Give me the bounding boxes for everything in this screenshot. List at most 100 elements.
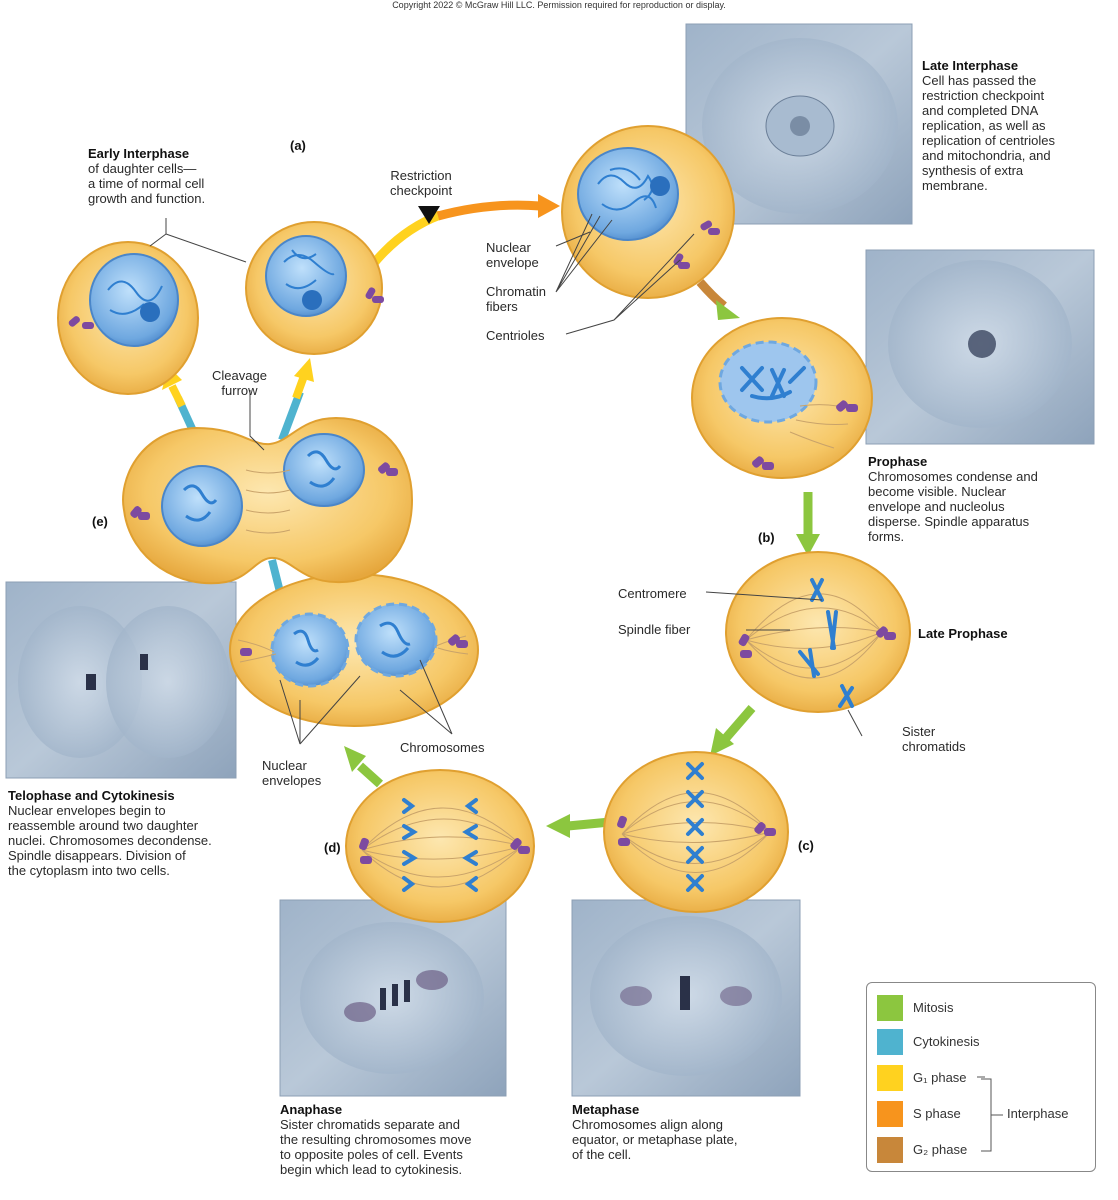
cell-cytokinesis [122, 416, 414, 585]
arrow-g1-left [168, 384, 186, 408]
prophase-line: become visible. Nuclear [868, 484, 1007, 499]
sister-chromatids-label: Sister chromatids [902, 724, 966, 754]
cell-prophase [691, 317, 873, 479]
prophase-line: envelope and nucleolus [868, 499, 1005, 514]
label-line: furrow [221, 383, 258, 398]
late-interphase-line: and completed DNA [922, 103, 1039, 118]
late-interphase-line: Cell has passed the [922, 73, 1037, 88]
chromosomes-label: Chromosomes [400, 740, 485, 755]
label-line: envelopes [262, 773, 322, 788]
arrow-g2-head [716, 300, 740, 320]
legend-swatch [877, 995, 903, 1021]
early-interphase-caption: Early Interphase of daughter cells— a ti… [88, 146, 205, 206]
label-line: Chromatin [486, 284, 546, 299]
telophase-line: the cytoplasm into two cells. [8, 863, 170, 878]
restriction-line: checkpoint [390, 183, 453, 198]
cell-late-prophase [725, 551, 911, 713]
centrioles-label: Centrioles [486, 328, 545, 343]
legend-swatch [877, 1101, 903, 1127]
centromere-label: Centromere [618, 586, 687, 601]
arrow-g2 [696, 279, 727, 310]
cell-telophase [229, 573, 479, 727]
cell-metaphase [603, 751, 789, 913]
prophase-line: Chromosomes condense and [868, 469, 1038, 484]
leader-lines [149, 213, 863, 745]
metaphase-line: equator, or metaphase plate, [572, 1132, 738, 1147]
telophase-caption: Telophase and Cytokinesis Nuclear envelo… [8, 788, 212, 878]
cell-anaphase [345, 769, 535, 923]
arrow-right-head [294, 358, 314, 382]
telophase-line: reassemble around two daughter [8, 818, 199, 833]
telophase-title: Telophase and Cytokinesis [8, 788, 175, 803]
legend-label: G₂ phase [913, 1142, 968, 1157]
arrow-mitosis-4-head [344, 746, 366, 772]
prophase-title: Prophase [868, 454, 928, 469]
metaphase-line: of the cell. [572, 1147, 632, 1162]
marker-e: (e) [92, 514, 108, 529]
legend-label: G₁ phase [913, 1070, 967, 1085]
arrow-s [436, 200, 541, 221]
legend-swatch [877, 1137, 903, 1163]
telophase-line: nuclei. Chromosomes decondense. [8, 833, 212, 848]
telophase-line: Nuclear envelopes begin to [8, 803, 166, 818]
anaphase-title: Anaphase [280, 1102, 343, 1117]
arrow-g1-right [292, 374, 308, 400]
cell-late-interphase [561, 125, 735, 299]
anaphase-line: Sister chromatids separate and [280, 1117, 460, 1132]
legend-swatch [877, 1065, 903, 1091]
telophase-line: Spindle disappears. Division of [8, 848, 186, 863]
label-line: Nuclear [262, 758, 307, 773]
legend-swatch [877, 1029, 903, 1055]
cell-early-interphase-left [57, 241, 199, 395]
legend: Mitosis Cytokinesis G₁ phase S phase G₂ … [866, 982, 1096, 1172]
arrow-mitosis-1-head [796, 534, 820, 556]
marker-a: (a) [290, 138, 306, 153]
prophase-caption: Prophase Chromosomes condense and become… [868, 454, 1038, 544]
arrow-mitosis-3-head [546, 814, 570, 838]
metaphase-caption: Metaphase Chromosomes align along equato… [572, 1102, 738, 1162]
marker-b: (b) [758, 530, 775, 545]
arrow-s-head [538, 194, 560, 218]
anaphase-line: begin which lead to cytokinesis. [280, 1162, 463, 1177]
marker-d: (d) [324, 840, 341, 855]
anaphase-line: to opposite poles of cell. Events [280, 1147, 463, 1162]
anaphase-caption: Anaphase Sister chromatids separate and … [280, 1102, 471, 1177]
legend-interphase-label: Interphase [1007, 1106, 1069, 1121]
micrograph-anaphase [279, 899, 507, 1097]
nuclear-envelope-label: Nuclear envelope [486, 240, 539, 270]
late-interphase-line: membrane. [922, 178, 988, 193]
micrograph-prophase [865, 249, 1095, 445]
label-line: chromatids [902, 739, 966, 754]
late-interphase-line: replication, as well as [922, 118, 1046, 133]
late-interphase-line: synthesis of extra [922, 163, 1024, 178]
early-interphase-title: Early Interphase [88, 146, 190, 161]
marker-c: (c) [798, 838, 814, 853]
restriction-checkpoint-label: Restriction checkpoint [390, 168, 452, 198]
micrograph-telophase [5, 581, 237, 779]
prophase-line: forms. [868, 529, 905, 544]
label-line: Sister [902, 724, 936, 739]
legend-bracket [977, 1076, 1003, 1152]
anaphase-line: the resulting chromosomes move [280, 1132, 472, 1147]
cleavage-furrow-label: Cleavage furrow [212, 368, 267, 398]
label-line: envelope [486, 255, 539, 270]
nuclear-envelopes-label: Nuclear envelopes [262, 758, 321, 788]
arrow-mitosis-3 [567, 817, 611, 831]
restriction-line: Restriction [390, 168, 452, 183]
late-interphase-line: restriction checkpoint [922, 88, 1045, 103]
early-interphase-line: a time of normal cell [88, 176, 205, 191]
arrow-cytokinesis-right [278, 390, 304, 442]
late-interphase-title: Late Interphase [922, 58, 1019, 73]
legend-label: S phase [913, 1106, 961, 1121]
early-interphase-line: growth and function. [88, 191, 206, 206]
metaphase-line: Chromosomes align along [572, 1117, 724, 1132]
chromatin-fibers-label: Chromatin fibers [486, 284, 546, 314]
label-line: Cleavage [212, 368, 267, 383]
legend-label: Mitosis [913, 1000, 954, 1015]
checkpoint-marker [418, 206, 440, 224]
micrograph-metaphase [571, 899, 801, 1097]
cell-early-interphase-right [245, 221, 384, 355]
spindle-fiber-label: Spindle fiber [618, 622, 691, 637]
